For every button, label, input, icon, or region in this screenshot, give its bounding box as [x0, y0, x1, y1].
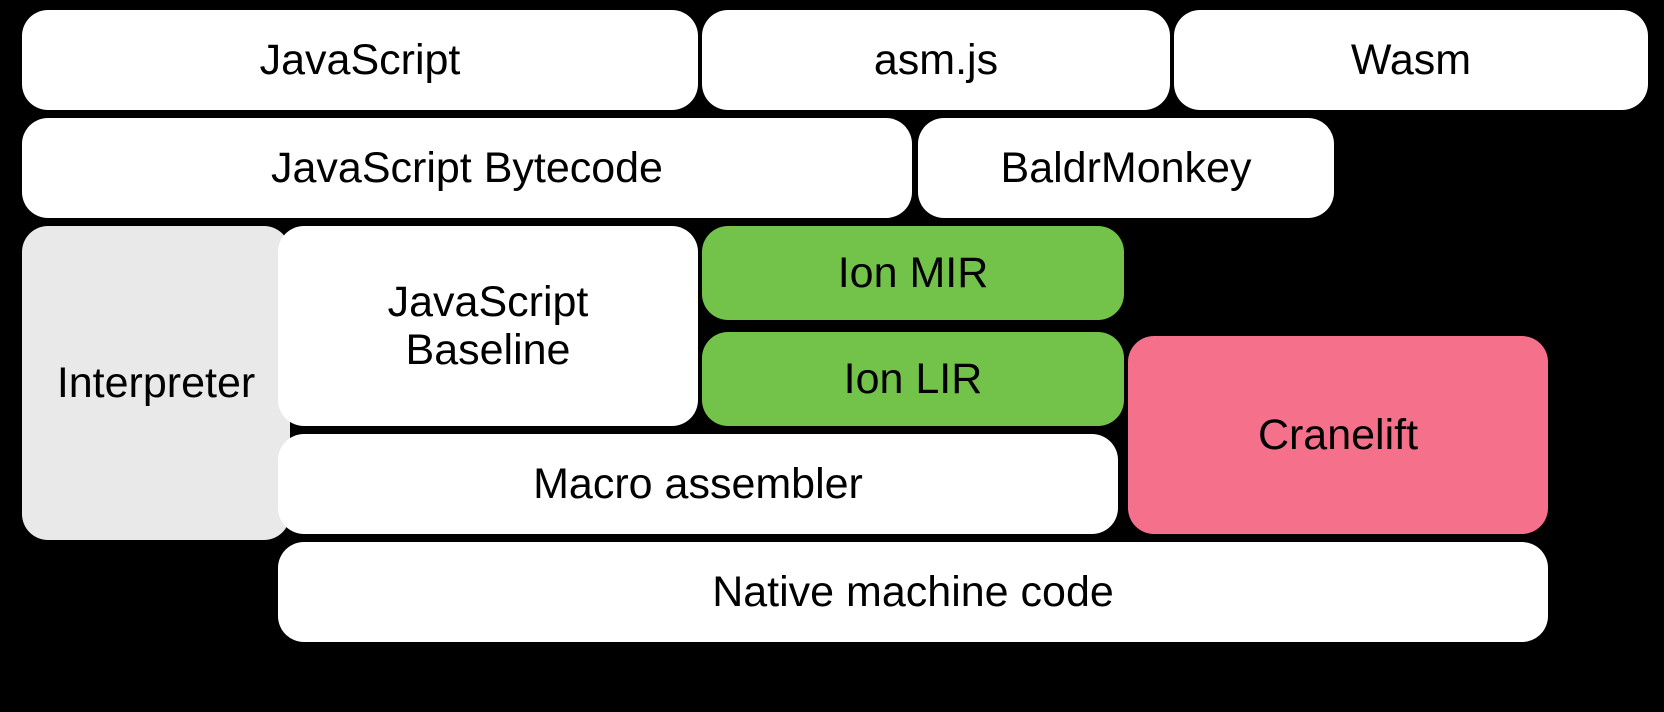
node-ion-mir: Ion MIR [702, 226, 1124, 320]
node-wasm: Wasm [1174, 10, 1648, 110]
node-native-machine-code: Native machine code [278, 542, 1548, 642]
node-javascript: JavaScript [22, 10, 698, 110]
node-cranelift: Cranelift [1128, 336, 1548, 534]
node-baldrmonkey: BaldrMonkey [918, 118, 1334, 218]
node-ion-lir: Ion LIR [702, 332, 1124, 426]
node-javascript-baseline: JavaScript Baseline [278, 226, 698, 426]
node-interpreter: Interpreter [22, 226, 290, 540]
node-macro-assembler: Macro assembler [278, 434, 1118, 534]
node-asmjs: asm.js [702, 10, 1170, 110]
node-javascript-bytecode: JavaScript Bytecode [22, 118, 912, 218]
